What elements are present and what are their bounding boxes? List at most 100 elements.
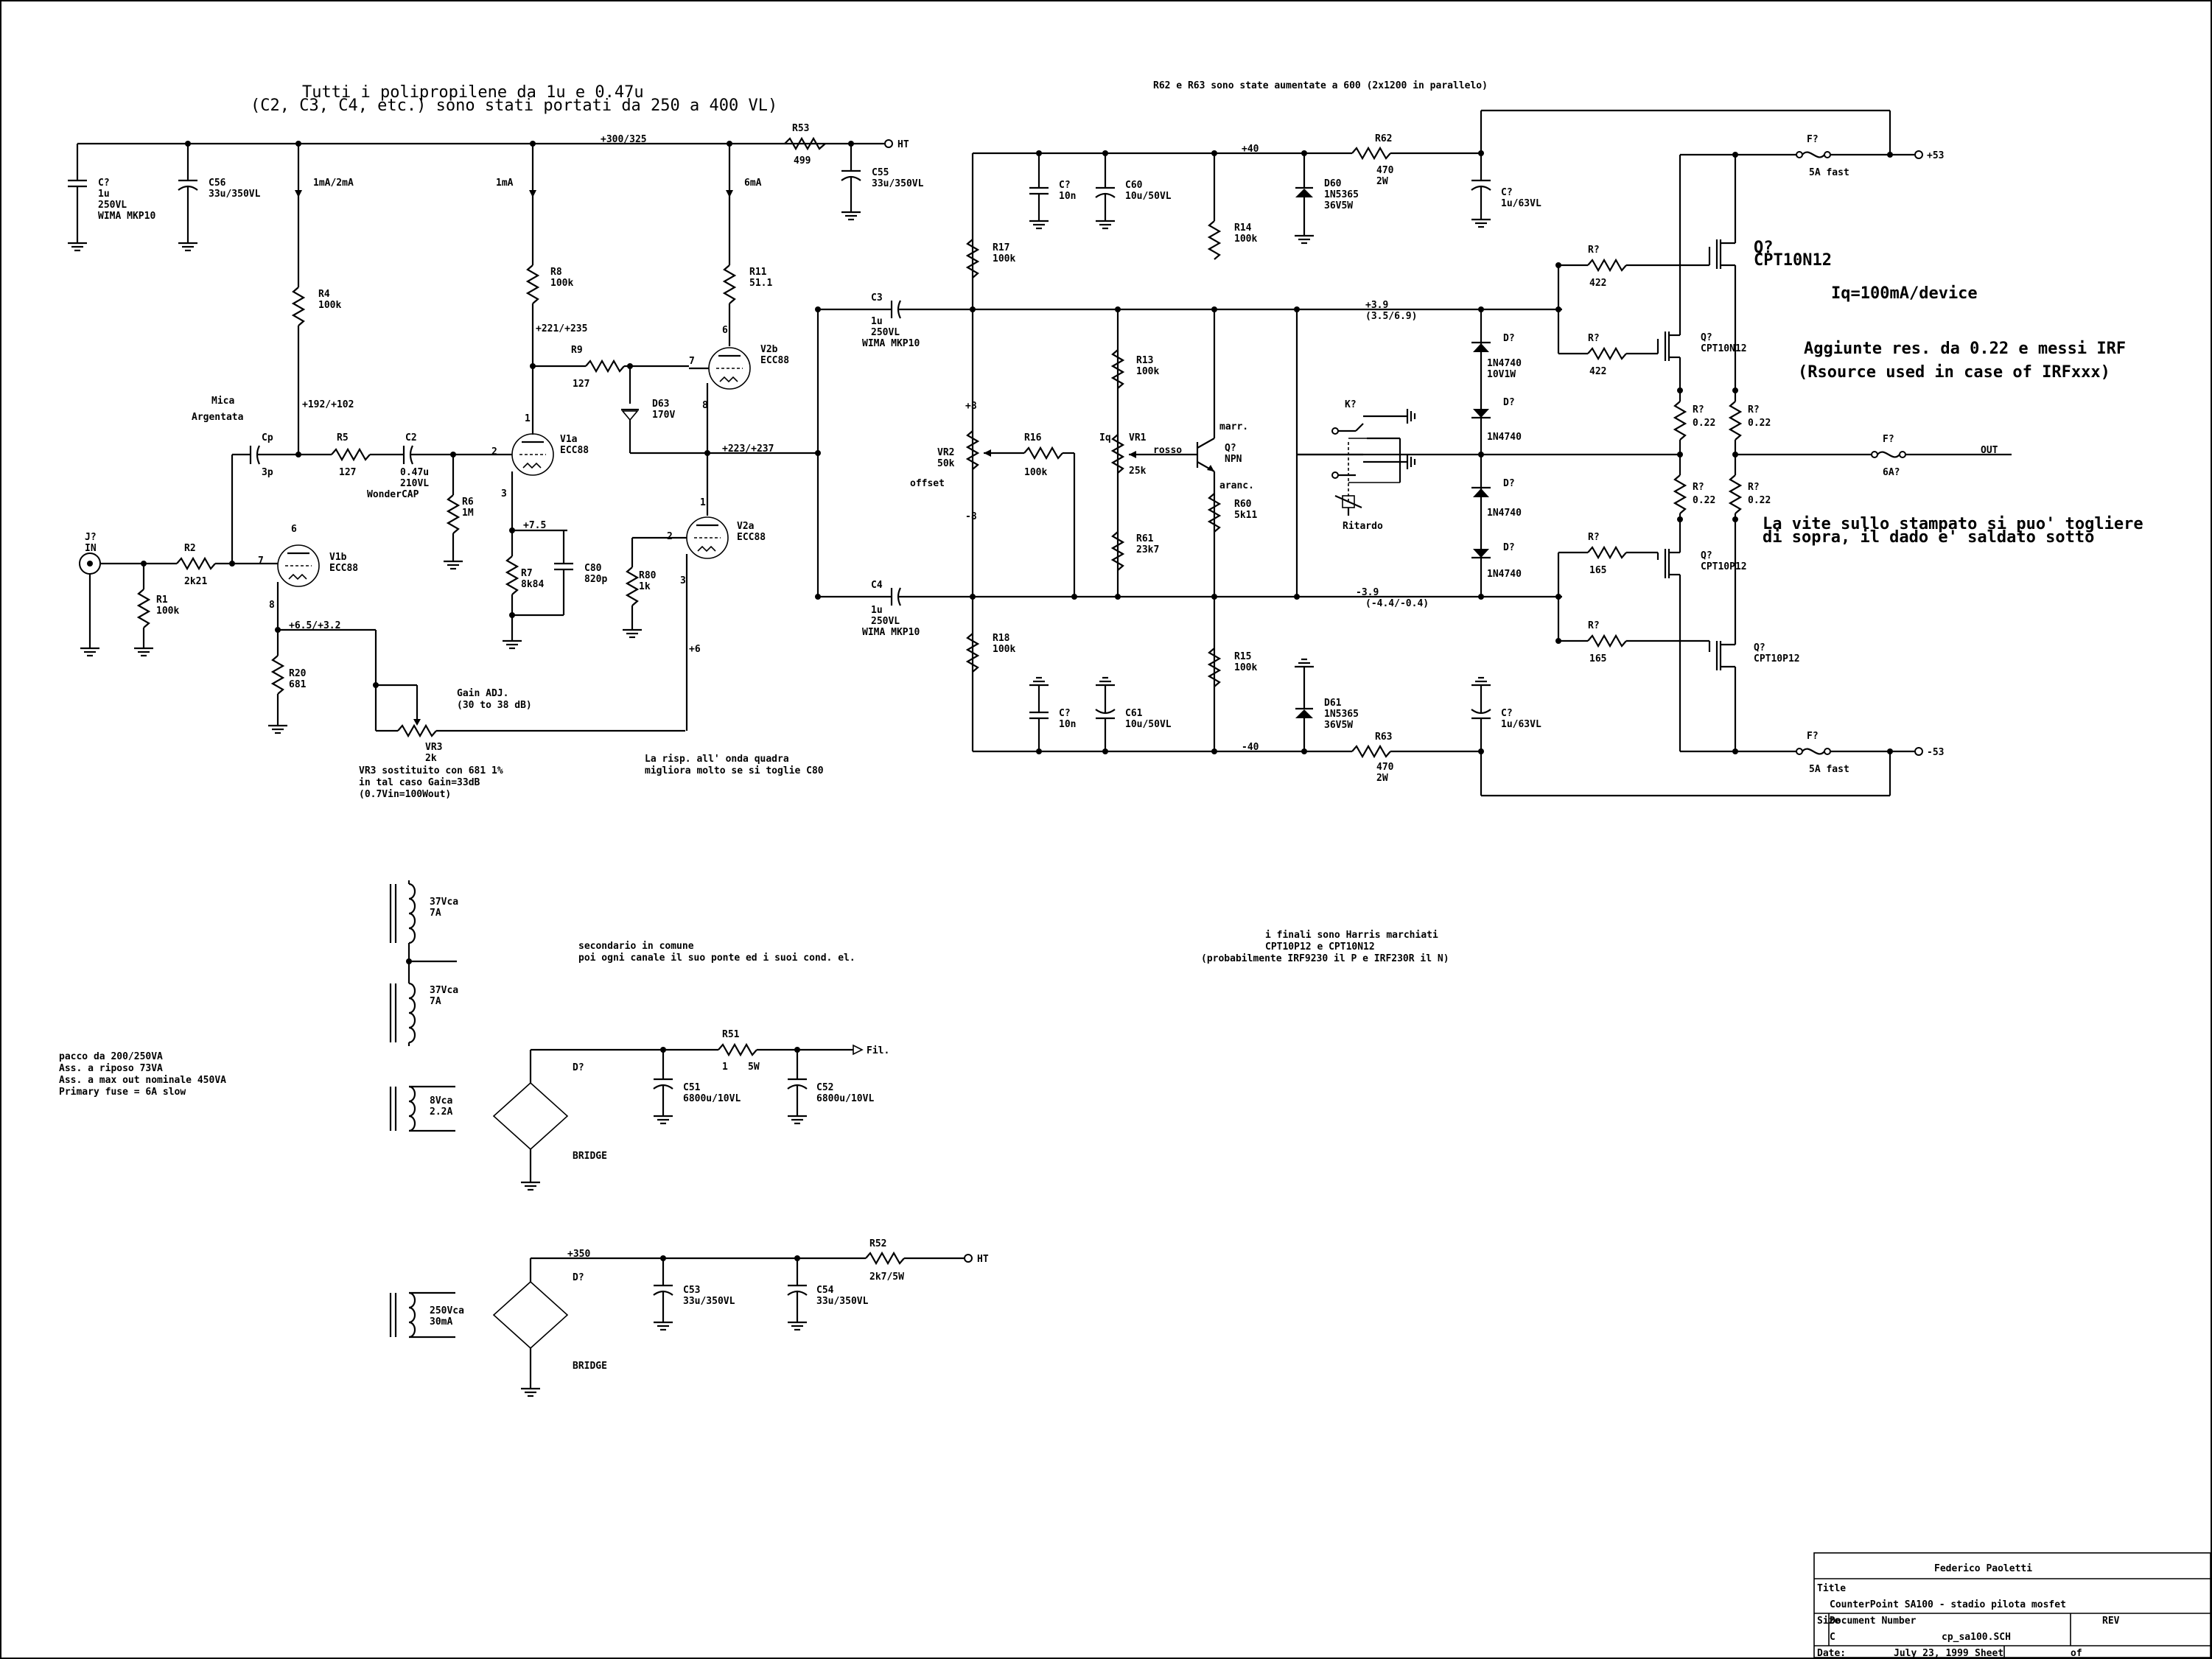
label-parts-c7av3: WIMA MKP10 <box>98 211 155 222</box>
label-parts-r1: R1 <box>156 594 168 606</box>
note-gain-2: (30 to 38 dB) <box>457 700 532 711</box>
label-parts-r18v: 100k <box>993 644 1015 655</box>
label-parts-rs3: R? <box>1693 482 1704 493</box>
label-parts-rs4v: 0.22 <box>1748 495 1771 506</box>
label-parts-c7e: C? <box>1501 708 1513 719</box>
label-parts-t3b: 2.2A <box>430 1106 452 1118</box>
label-parts-rs2: R? <box>1748 404 1760 415</box>
label-parts-v1av: ECC88 <box>560 445 589 456</box>
label-notes-iq-short: Iq <box>1099 432 1111 443</box>
label-parts-r16: R16 <box>1024 432 1042 443</box>
label-parts-c4: C4 <box>871 580 883 591</box>
label-nets-v223: +223/+237 <box>722 443 774 455</box>
note-aggiunte-1: Aggiunte res. da 0.22 e messi IRF <box>1804 340 2126 358</box>
label-parts-v2av: ECC88 <box>737 532 766 543</box>
label-nets-ma2: 1mA <box>496 178 514 189</box>
label-notes-ritardo: Ritardo <box>1343 521 1383 532</box>
label-parts-c7av1: 1u <box>98 189 110 200</box>
label-parts-r5: R5 <box>337 432 349 443</box>
label-parts-d63: D63 <box>652 399 669 410</box>
label-parts-r51: R51 <box>722 1029 740 1040</box>
label-parts-t1a: 37Vca <box>430 897 458 908</box>
label-parts-r20v: 681 <box>289 679 307 690</box>
label-parts-f2: F? <box>1807 731 1819 742</box>
label-parts-t3a: 8Vca <box>430 1095 452 1106</box>
tb-date-label: Date: <box>1817 1648 1846 1659</box>
label-parts-c7a: C? <box>98 178 110 189</box>
label-parts-q2v: CPT10N12 <box>1701 343 1747 354</box>
label-parts-dz2v: 1N4740 <box>1487 432 1522 443</box>
label-parts-c60v: 10u/50VL <box>1125 191 1172 202</box>
label-parts-r16v: 100k <box>1024 467 1047 478</box>
label-parts-c80: C80 <box>584 563 602 574</box>
label-parts-c55v: 33u/350VL <box>872 178 924 189</box>
note-vr3-3: (0.7Vin=100Wout) <box>359 789 451 800</box>
label-parts-q4v: CPT10P12 <box>1754 653 1800 664</box>
label-parts-br1: BRIDGE <box>573 1151 607 1162</box>
label-parts-r4: R4 <box>318 289 330 300</box>
tb-docnum-label: Document Number <box>1830 1616 1917 1627</box>
label-parts-r61v: 23k7 <box>1136 544 1159 555</box>
label-parts-c7dv: 1u/63VL <box>1501 198 1541 209</box>
label-parts-c7av2: 250VL <box>98 200 127 211</box>
label-parts-q3: Q? <box>1701 550 1712 561</box>
label-parts-r14v: 100k <box>1234 234 1257 245</box>
label-parts-c51v: 6800u/10VL <box>683 1093 741 1104</box>
label-parts-c7d: C? <box>1501 187 1513 198</box>
label-parts-r11v: 51.1 <box>749 278 772 289</box>
label-parts-r4v: 100k <box>318 300 341 311</box>
label-parts-c4v3: WIMA MKP10 <box>862 627 920 638</box>
label-parts-d61v2: 36V5W <box>1324 720 1353 731</box>
label-nets-p39b: (3.5/6.9) <box>1365 311 1417 322</box>
r53: R53 499 <box>784 123 826 166</box>
label-parts-rg2: R? <box>1588 333 1600 344</box>
label-parts-f1v: 5A fast <box>1809 167 1849 178</box>
title-block: Federico Paoletti Title CounterPoint SA1… <box>1813 1552 2211 1659</box>
label-parts-c80v: 820p <box>584 574 607 585</box>
output-stage: R? 422 R? 422 R? 165 R? 165 Q? CPT10N12 <box>1555 134 2012 775</box>
label-nets-p40: +40 <box>1242 144 1259 155</box>
label-parts-r80: R80 <box>639 570 657 581</box>
tube-v1b <box>277 544 320 587</box>
label-parts-pin2b: 2 <box>667 531 673 542</box>
label-parts-pin7b: 7 <box>689 356 695 367</box>
label-parts-q2: Q? <box>1701 332 1712 343</box>
label-parts-c60: C60 <box>1125 180 1143 191</box>
notes: Tutti i polipropilene da 1u e 0.47u (C2,… <box>59 80 2143 1098</box>
label-parts-c7c: C? <box>1059 708 1071 719</box>
label-parts-rg4: R? <box>1588 620 1600 631</box>
note-finali-2: CPT10P12 e CPT10N12 <box>1265 941 1375 953</box>
label-parts-d61v1: 1N5365 <box>1324 709 1359 720</box>
tb-title: CounterPoint SA100 - stadio pilota mosfe… <box>1830 1599 2066 1610</box>
label-nets-v75: +7.5 <box>523 520 546 531</box>
label-parts-dz4: D? <box>1503 542 1515 553</box>
label-parts-r80v: 1k <box>639 581 651 592</box>
label-parts-pin6a: 6 <box>291 524 297 535</box>
label-nets-m40: -40 <box>1242 742 1259 753</box>
label-parts-c54: C54 <box>816 1285 834 1296</box>
label-parts-c2: C2 <box>405 432 417 443</box>
label-parts-c3v2: 250VL <box>871 327 900 338</box>
label-nets-m39: -3.9 <box>1356 587 1379 598</box>
label-parts-r2v: 2k21 <box>184 576 207 587</box>
label-parts-r8: R8 <box>550 267 562 278</box>
note-sec-1: secondario in comune <box>578 941 694 952</box>
label-parts-j-ref: J? <box>85 532 97 543</box>
note-vr3-2: in tal caso Gain=33dB <box>359 777 480 788</box>
label-parts-rs1v: 0.22 <box>1693 418 1715 429</box>
label-parts-v2bv: ECC88 <box>760 355 789 366</box>
note-pacco-1: pacco da 200/250VA <box>59 1051 163 1062</box>
label-parts-c3v3: WIMA MKP10 <box>862 338 920 349</box>
tb-author: Federico Paoletti <box>1934 1563 2032 1574</box>
net-hv-top: +300/325 <box>601 134 647 145</box>
label-parts-c51: C51 <box>683 1082 701 1093</box>
label-parts-r1v: 100k <box>156 606 179 617</box>
label-parts-c53v: 33u/350VL <box>683 1296 735 1307</box>
label-parts-r6v: 1M <box>462 508 474 519</box>
label-parts-dz1: D? <box>1503 333 1515 344</box>
label-parts-d60v1: 1N5365 <box>1324 189 1359 200</box>
label-parts-c2v2: 210VL <box>400 478 429 489</box>
label-parts-q1v: CPT10N12 <box>1754 251 1832 270</box>
label-parts-r62v2: 2W <box>1376 176 1388 187</box>
tb-size-label: Size <box>1817 1616 1840 1627</box>
